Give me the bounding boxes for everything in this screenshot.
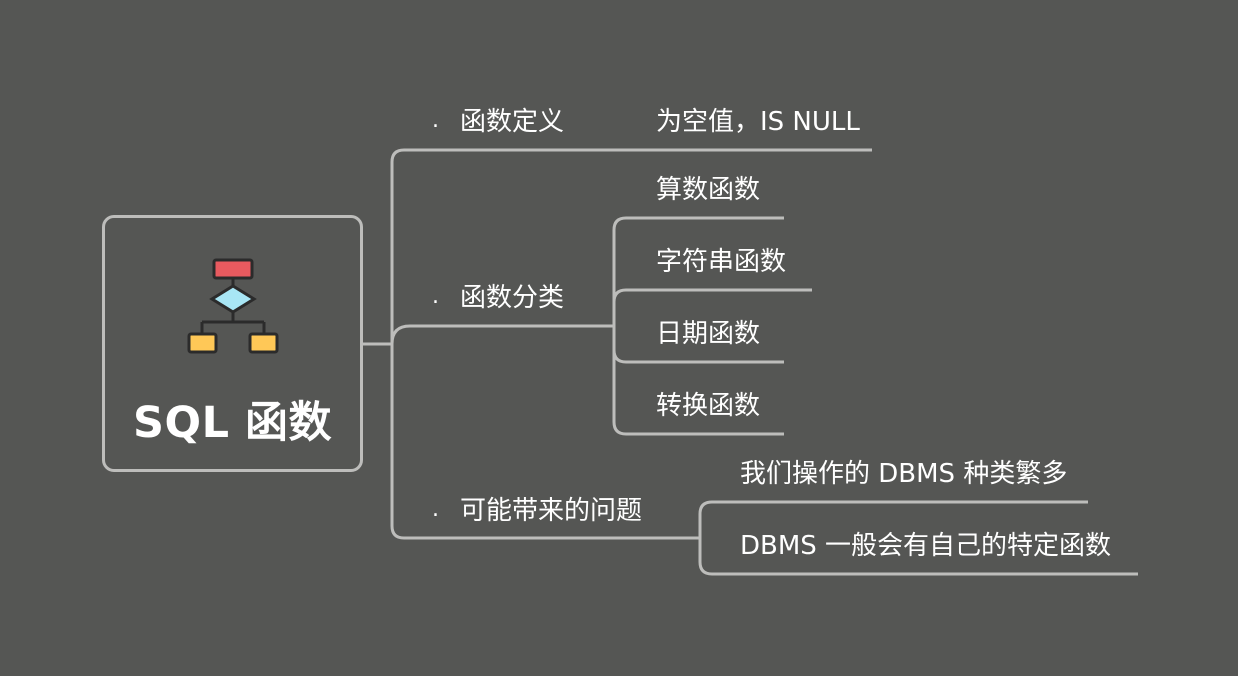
flowchart-icon [187,258,279,354]
branch-marker: . [432,108,439,133]
leaf-label: 我们操作的 DBMS 种类繁多 [740,459,1068,489]
leaf-label: 算数函数 [656,175,761,205]
connector-child-2-1 [612,216,784,326]
leaf-label: 为空值，IS NULL [656,107,860,137]
connector-child-3-2 [698,538,1138,576]
branch-label-function-categories: 函数分类 [460,283,565,313]
connector-child-2-4 [612,326,784,436]
leaf-label: 日期函数 [656,319,761,349]
connector-branch-2 [390,324,614,345]
root-title: SQL 函数 [133,398,332,448]
branch-label-possible-problems: 可能带来的问题 [460,496,643,526]
leaf-label: 字符串函数 [656,247,787,277]
root-node [102,215,363,472]
connector-branch-3 [390,344,700,540]
branch-marker: . [432,284,439,309]
connector-branch-1 [390,148,872,344]
connector-child-2-2 [612,288,812,326]
leaf-label: 转换函数 [656,391,761,421]
branch-label-function-definition: 函数定义 [460,107,565,137]
leaf-label: DBMS 一般会有自己的特定函数 [740,531,1112,561]
branch-marker: . [432,497,439,522]
connector-child-3-1 [698,500,1088,538]
